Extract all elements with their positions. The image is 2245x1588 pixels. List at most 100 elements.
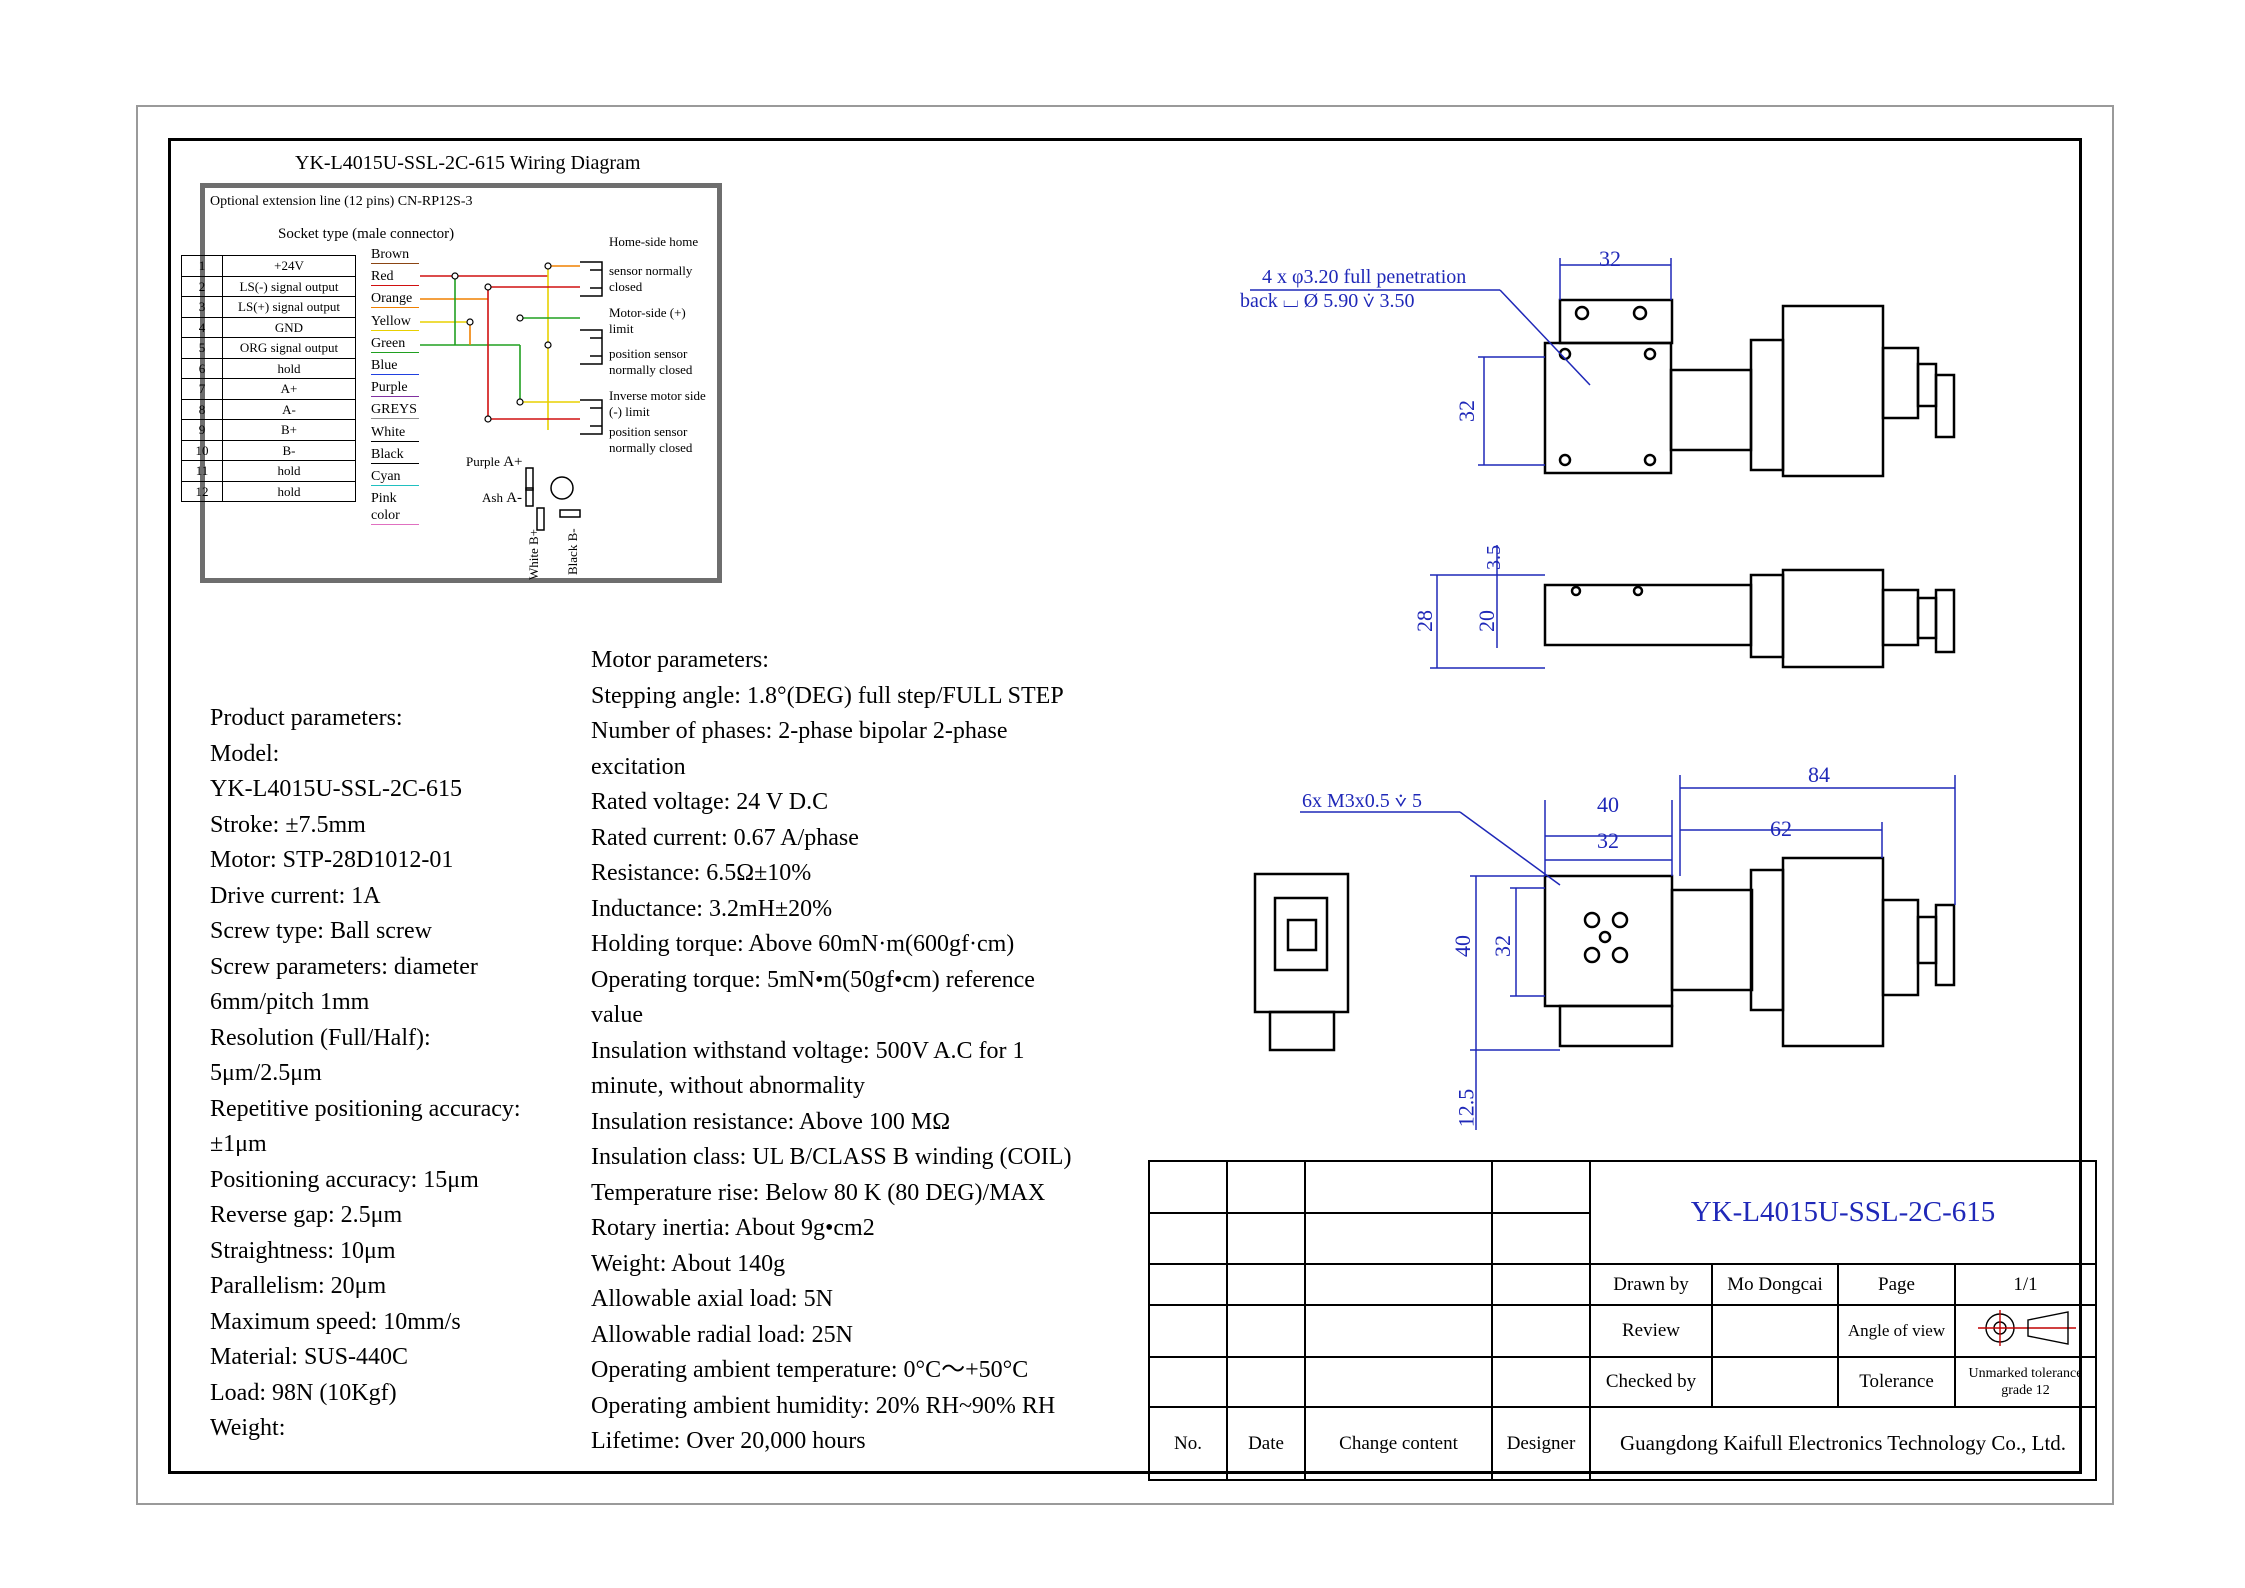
wiring-diagram-title: YK-L4015U-SSL-2C-615 Wiring Diagram [295, 152, 641, 174]
col-date: Date [1226, 1406, 1306, 1481]
motor-line: Insulation withstand voltage: 500V A.C f… [591, 1037, 1025, 1064]
product-line: Reverse gap: 2.5μm [210, 1202, 403, 1228]
product-line: Stroke: ±7.5mm [210, 811, 366, 838]
dim-side-28: 28 [1412, 610, 1437, 632]
wire-color-label: Pink color [371, 490, 419, 526]
hole-note-line2: back ⌴ Ø 5.90 ⩒ 3.50 [1240, 290, 1415, 312]
angle-of-view-label: Angle of view [1837, 1304, 1956, 1358]
product-line: Screw parameters: diameter [210, 953, 478, 980]
title-block: YK-L4015U-SSL-2C-615 Drawn by Mo Dongcai… [1148, 1160, 2097, 1481]
dim-side-3-5: 3.5 [1483, 545, 1505, 570]
end-view [1253, 872, 1350, 1014]
product-line: Positioning accuracy: 15μm [210, 1166, 479, 1193]
product-parameters: Product parameters: Model: YK-L4015U-SSL-2… [210, 701, 521, 1447]
hole-note-line1: 4 x φ3.20 full penetration [1262, 266, 1467, 288]
product-line: Resolution (Full/Half): [210, 1024, 431, 1051]
motor-label-ash: Ash [482, 490, 503, 505]
product-line: YK-L4015U-SSL-2C-615 [210, 776, 462, 802]
dim-top-height: 32 [1454, 400, 1479, 422]
top-view-stage [1543, 341, 1673, 475]
plan-view-motor [1781, 856, 1885, 1048]
motor-line: Allowable radial load: 25N [591, 1321, 853, 1348]
dim-front-32: 32 [1597, 828, 1619, 853]
motor-line: excitation [591, 753, 686, 780]
motor-line: Operating ambient temperature: 0°C～+50°C [591, 1357, 1029, 1383]
pin-number: 12 [181, 480, 223, 502]
pin-signal: hold [222, 357, 356, 379]
motor-label-purple: Purple [466, 454, 500, 469]
product-line: Material: SUS-440C [210, 1344, 408, 1370]
product-line: Parallelism: 20μm [210, 1273, 387, 1299]
dim-side-20: 20 [1474, 610, 1499, 632]
dim-front-40: 40 [1597, 792, 1619, 817]
wire-color-label: Blue [371, 357, 419, 375]
part-number: YK-L4015U-SSL-2C-615 [1589, 1160, 2097, 1265]
wire-color-label: Purple [371, 379, 419, 398]
dim-front-84: 84 [1808, 762, 1830, 787]
wire-color-label: Brown [371, 246, 419, 264]
wire-color-label: Green [371, 335, 419, 353]
pin-signal: LS(+) signal output [222, 296, 356, 318]
wire-color-label: White [371, 424, 419, 442]
sensor-labels: Home-side home sensor normally closed Mo… [609, 234, 706, 455]
motor-line: Motor parameters: [591, 647, 769, 673]
motor-line: Operating torque: 5mN•m(50gf•cm) referen… [591, 966, 1035, 993]
motor-line: Operating ambient humidity: 20% RH~90% R… [591, 1392, 1056, 1419]
product-line: Motor: STP-28D1012-01 [210, 847, 454, 873]
dim-front-12-5: 12.5 [1453, 1088, 1479, 1128]
product-line: Model: [210, 740, 280, 767]
motor-coil-symbol [525, 467, 581, 531]
motor-line: minute, without abnormality [591, 1073, 865, 1099]
dim-front-height-40: 40 [1450, 935, 1475, 957]
tolerance-label: Tolerance [1837, 1356, 1956, 1408]
wire-color-label: Orange [371, 290, 419, 309]
wire-color-label: Black [371, 446, 419, 464]
page-value: 1/1 [1954, 1263, 2097, 1306]
thread-note: 6x M3x0.5 ⩒ 5 [1302, 790, 1422, 812]
motor-line: Number of phases: 2-phase bipolar 2-phas… [591, 718, 1008, 744]
wire-color-label: Cyan [371, 468, 419, 486]
motor-line: Weight: About 140g [591, 1250, 786, 1277]
product-line: Weight: [210, 1415, 286, 1441]
company-name: Guangdong Kaifull Electronics Technology… [1589, 1406, 2097, 1481]
motor-parameters: Motor parameters: Stepping angle: 1.8°(DE… [591, 643, 1071, 1460]
motor-line: Allowable axial load: 5N [591, 1286, 833, 1312]
tolerance-value: Unmarked tolerance grade 12 [1954, 1356, 2097, 1408]
col-no: No. [1148, 1406, 1228, 1481]
dim-front-62: 62 [1770, 816, 1792, 841]
projection-symbol [1954, 1304, 2097, 1358]
pin-signal: hold [222, 480, 356, 502]
motor-line: Lifetime: Over 20,000 hours [591, 1428, 866, 1454]
dim-top-width: 32 [1599, 246, 1621, 271]
product-line: Maximum speed: 10mm/s [210, 1308, 461, 1335]
motor-line: value [591, 1002, 643, 1028]
wire-color-label: Yellow [371, 313, 419, 331]
side-view-motor [1781, 568, 1885, 669]
projection-icon [1977, 1310, 2076, 1346]
motor-line: Resistance: 6.5Ω±10% [591, 860, 812, 886]
product-line: Straightness: 10μm [210, 1237, 396, 1264]
motor-line: Temperature rise: Below 80 K (80 DEG)/MA… [591, 1179, 1046, 1206]
motor-line: Rotary inertia: About 9g•cm2 [591, 1215, 875, 1241]
col-designer: Designer [1491, 1406, 1591, 1481]
motor-line: Stepping angle: 1.8°(DEG) full step/FULL… [591, 682, 1064, 709]
product-line: Product parameters: [210, 705, 403, 731]
product-line: Repetitive positioning accuracy: [210, 1095, 521, 1122]
extension-line-label: Optional extension line (12 pins) CN-RP1… [210, 194, 473, 209]
drawn-by-label: Drawn by [1589, 1263, 1713, 1306]
drawing-frame [168, 138, 2082, 1474]
page-outer-frame [136, 105, 2114, 1505]
motor-line: Inductance: 3.2mH±20% [591, 895, 833, 922]
pin-signal: ORG signal output [222, 337, 356, 359]
checked-by-label: Checked by [1589, 1356, 1713, 1408]
product-line: Load: 98N (10Kgf) [210, 1379, 397, 1406]
